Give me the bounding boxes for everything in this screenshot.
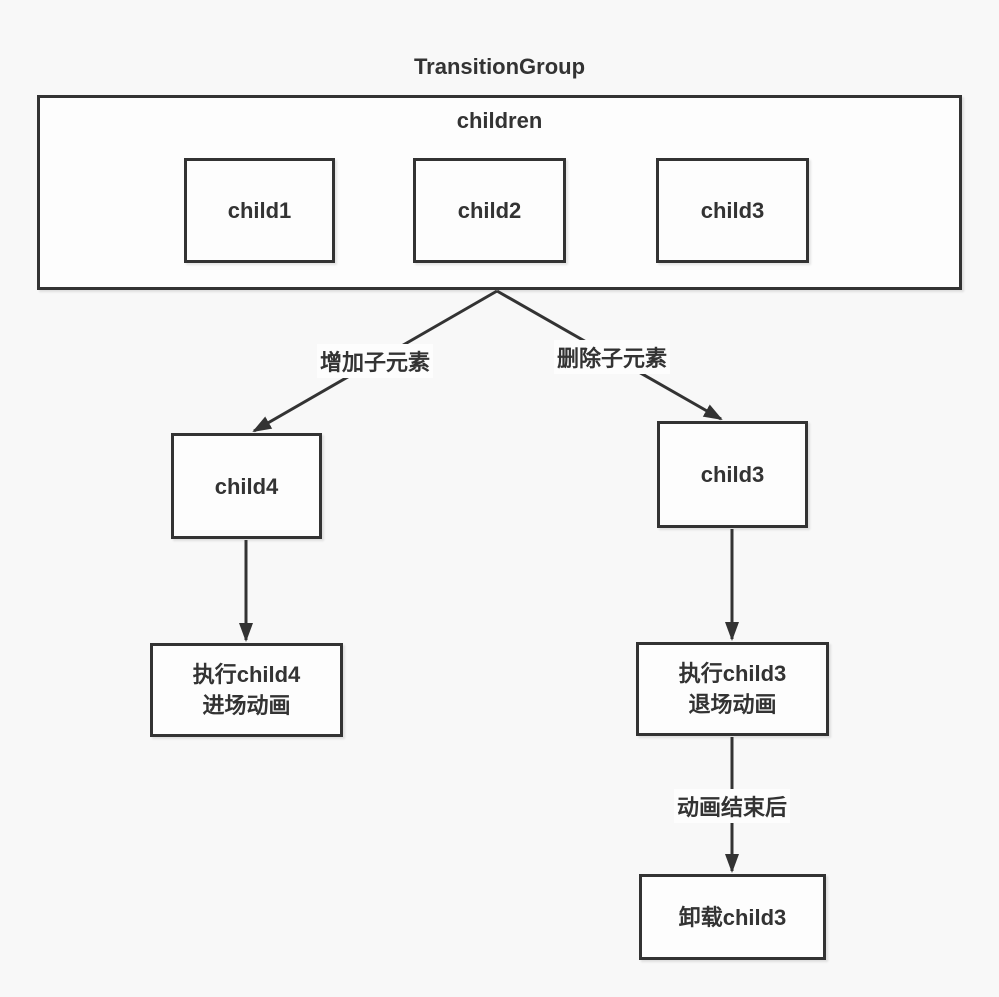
child4-action-text: 执行child4 进场动画 <box>193 659 301 721</box>
unmount-child3-box: 卸载child3 <box>639 874 826 960</box>
child4-action-line2: 进场动画 <box>202 693 291 718</box>
child1-box: child1 <box>184 158 335 263</box>
child3-action-line2: 退场动画 <box>688 692 777 717</box>
edge-label-remove-child: 删除子元素 <box>553 340 671 374</box>
edge-label-after-animation: 动画结束后 <box>673 789 791 823</box>
child3-action-line1: 执行child3 <box>678 661 787 686</box>
child3-box: child3 <box>656 158 809 263</box>
child4-action-box: 执行child4 进场动画 <box>150 643 343 737</box>
child2-box: child2 <box>413 158 566 263</box>
child4-box: child4 <box>171 433 322 539</box>
child3-action-text: 执行child3 退场动画 <box>679 658 787 720</box>
edge-label-add-child: 增加子元素 <box>316 344 434 378</box>
children-label: children <box>456 108 543 133</box>
child4-action-line1: 执行child4 <box>192 662 301 687</box>
child3-branch-box: child3 <box>657 421 808 528</box>
diagram-title: TransitionGroup <box>413 54 586 79</box>
child3-action-box: 执行child3 退场动画 <box>636 642 829 736</box>
